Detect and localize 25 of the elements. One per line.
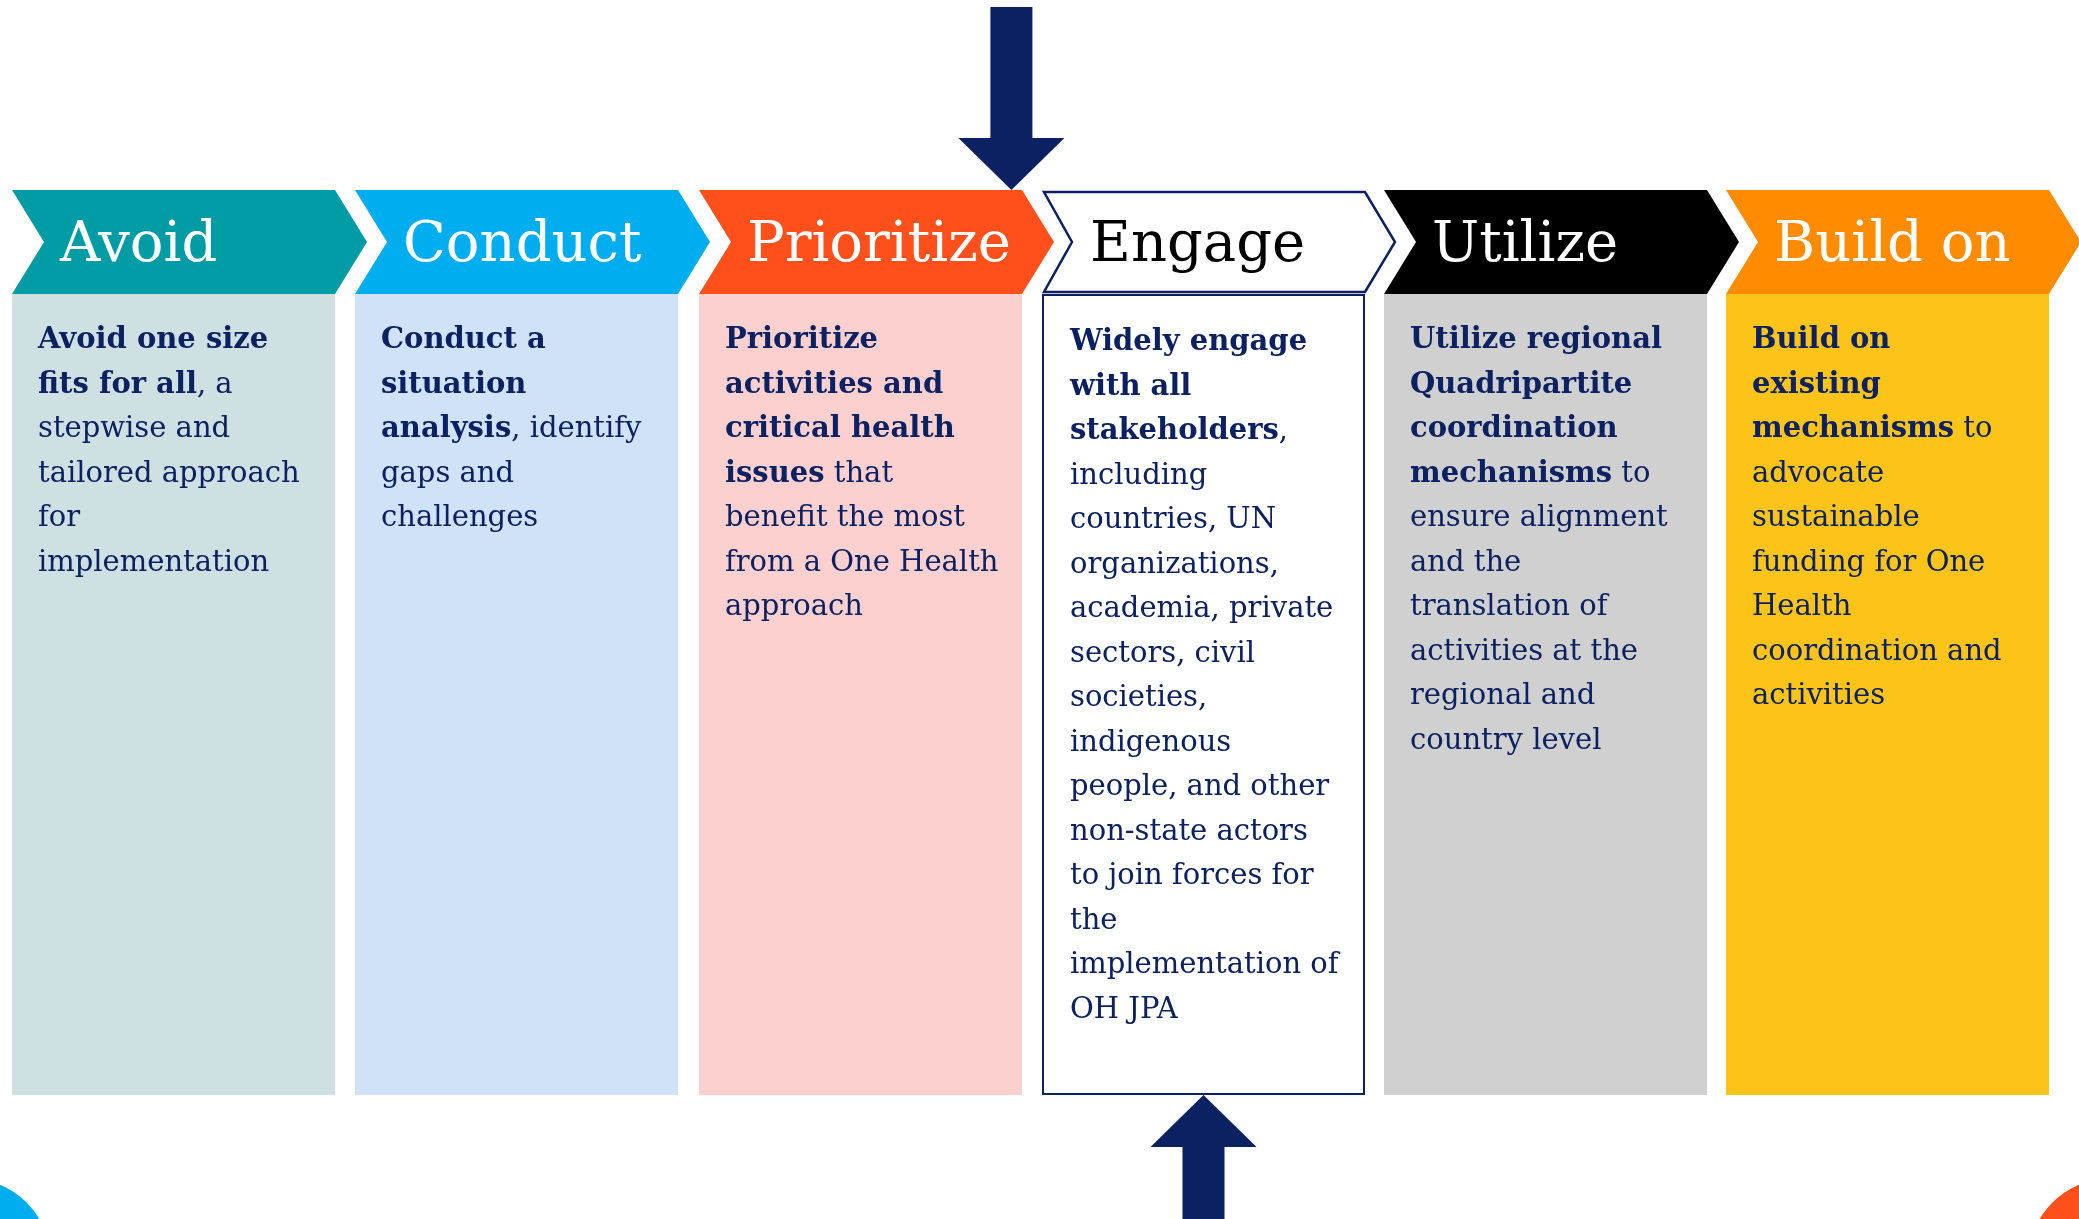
column-panel	[355, 294, 678, 1095]
description-text: Conduct a situation analysis, identify gaps and challenges	[380, 320, 643, 535]
column-panel	[1384, 294, 1707, 1095]
chevron-banner	[1726, 190, 2079, 294]
step-heading: Utilize	[1432, 211, 1619, 273]
step-heading: Engage	[1090, 211, 1306, 273]
step-heading: Build on	[1774, 211, 2011, 273]
description-text: Widely engage with all stakeholders, including countries, UN organizations, academia, private sectors, civil societies, indigenous people, and other non-state actors to join forces for the implementation of OH JPA	[1068, 322, 1342, 1027]
chevron-banner	[355, 190, 710, 294]
block-arrow	[1150, 1095, 1257, 1219]
column-panel	[1726, 294, 2049, 1095]
column-panel	[12, 294, 335, 1095]
chevron-banner	[699, 190, 1054, 294]
chevron-banner	[12, 190, 367, 294]
step-heading: Avoid	[60, 211, 218, 273]
description-text: Prioritize activities and critical health issues that benefit the most from a One Health approach	[724, 320, 1000, 624]
chevron-banner	[1384, 190, 1739, 294]
block-arrow	[958, 7, 1065, 190]
chevron-banner	[1042, 190, 1397, 294]
description-text: Avoid one size fits for all, a stepwise and tailored approach for implementation	[36, 320, 301, 580]
column-panel	[699, 294, 1022, 1095]
step-heading: Prioritize	[747, 211, 1011, 273]
step-heading: Conduct	[403, 211, 642, 273]
description-text: Utilize regional Quadripartite coordination mechanisms to ensure alignment and the translation of activities at the regional and country level	[1409, 320, 1669, 758]
description-text: Build on existing mechanisms to advocate sustainable funding for One Health coordination and activities	[1751, 320, 2003, 713]
